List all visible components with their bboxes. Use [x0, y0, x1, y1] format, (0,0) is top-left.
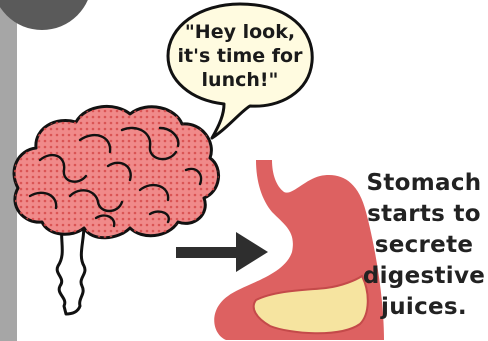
- speech-line-2: it's time for: [170, 44, 310, 68]
- caption-line-3: secrete: [360, 230, 488, 261]
- speech-line-1: "Hey look,: [170, 20, 310, 44]
- arrow-right-icon: [176, 232, 268, 272]
- caption-line-1: Stomach: [360, 168, 488, 199]
- speech-bubble-text: "Hey look, it's time for lunch!": [170, 20, 310, 92]
- caption-line-2: starts to: [360, 199, 488, 230]
- speech-line-3: lunch!": [170, 68, 310, 92]
- caption-line-4: digestive: [360, 261, 488, 292]
- corner-circle-icon: [0, 0, 92, 30]
- caption-line-5: juices.: [360, 292, 488, 323]
- brain-icon: [14, 106, 219, 314]
- caption: Stomach starts to secrete digestive juic…: [360, 168, 488, 323]
